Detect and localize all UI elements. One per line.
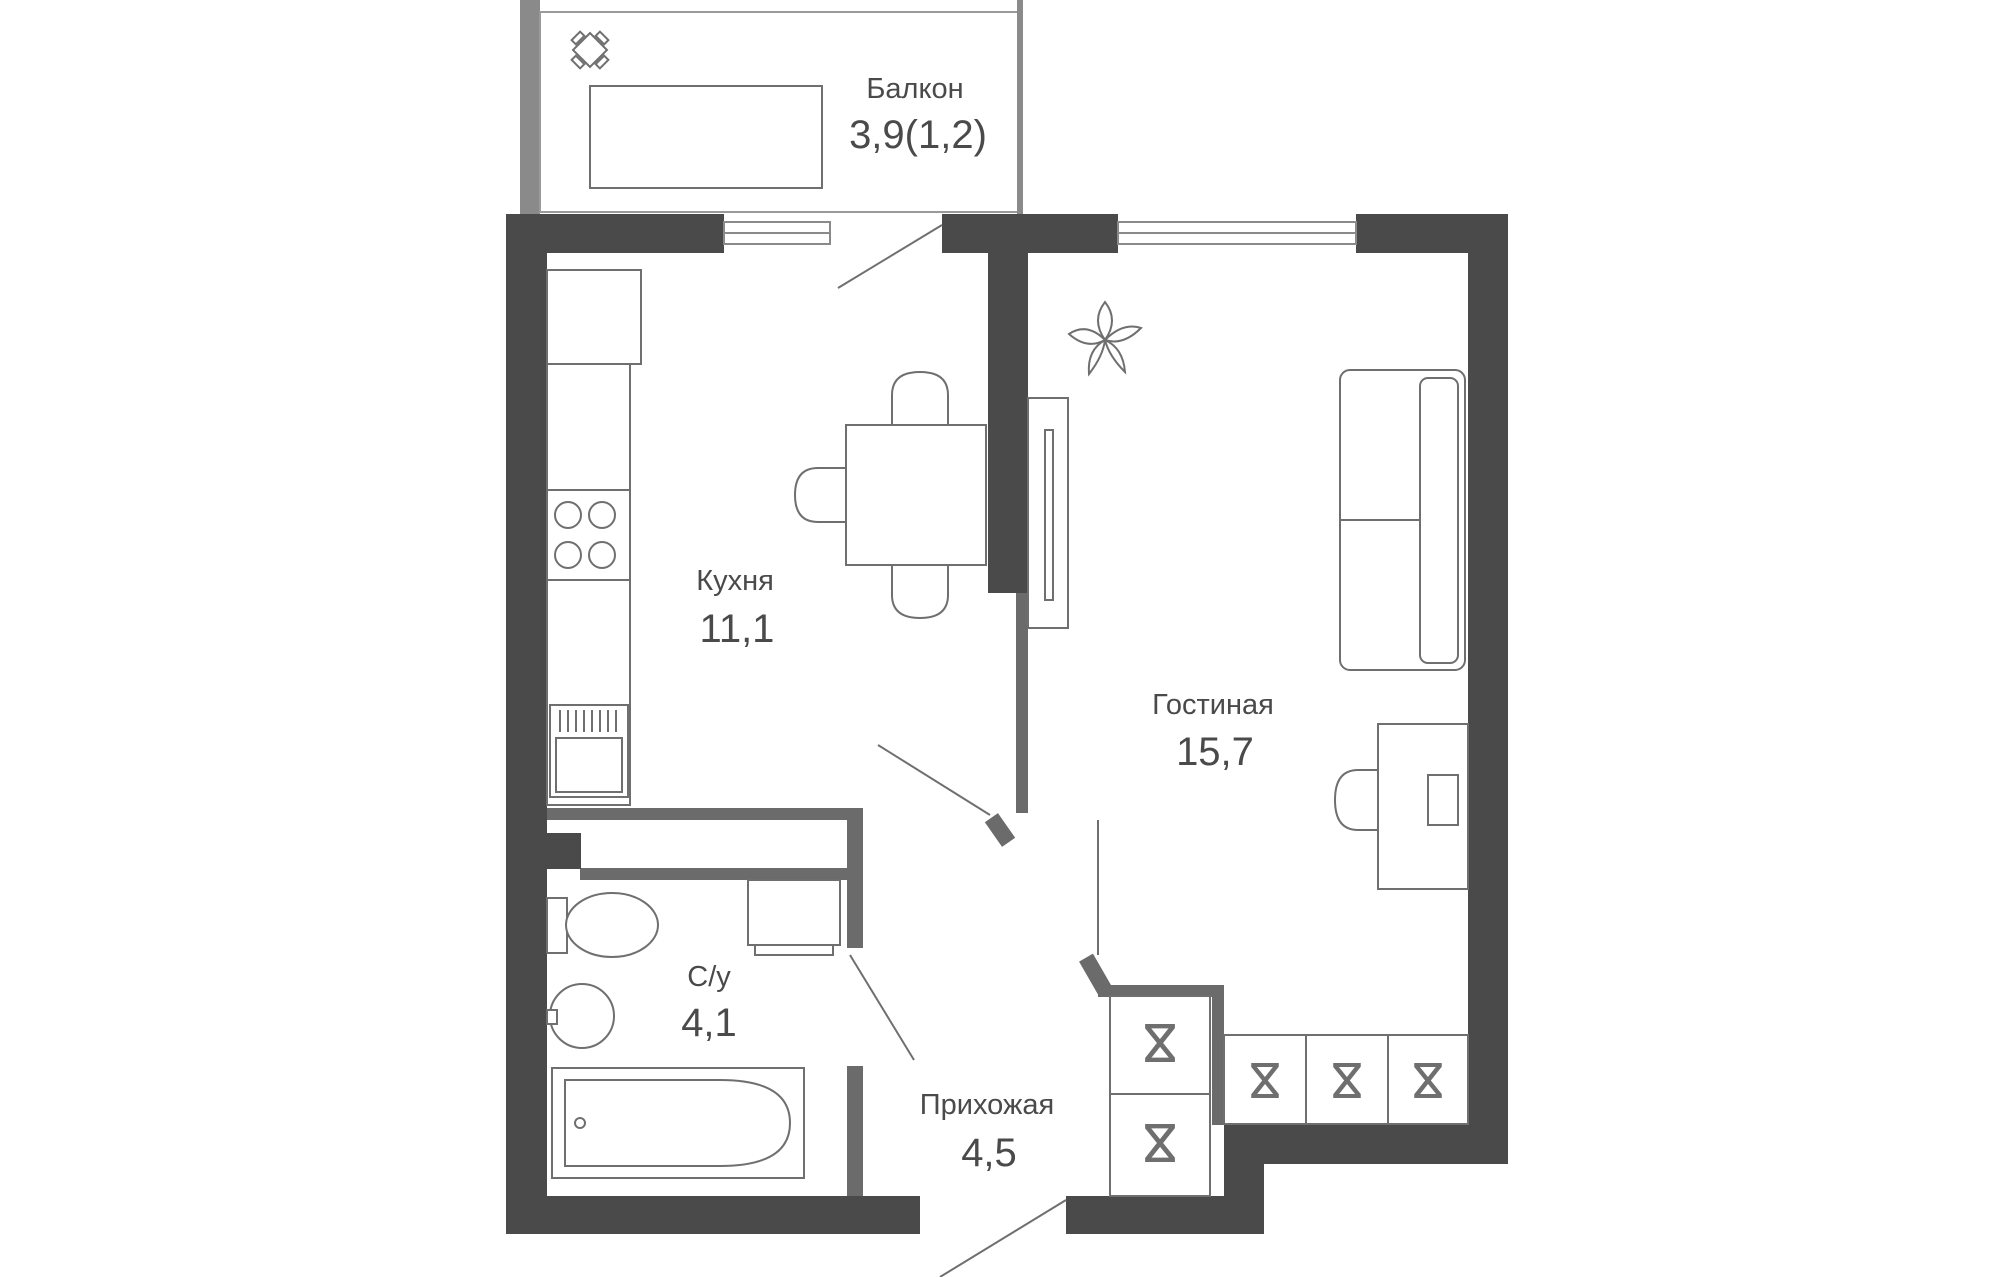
kitchen-door bbox=[877, 744, 991, 816]
wall-top-middle bbox=[942, 214, 1118, 253]
balcony-rail-left bbox=[520, 0, 540, 215]
wardrobe-living bbox=[1223, 1034, 1469, 1125]
entrance-door bbox=[939, 1199, 1067, 1277]
wardrobe-hall bbox=[1109, 995, 1211, 1197]
hanger-icon: ⴵ bbox=[1332, 1054, 1363, 1110]
hanger-icon: ⴵ bbox=[1143, 1115, 1176, 1175]
kitchen-area: 11,1 bbox=[700, 607, 775, 651]
partition-kitchen-bath-lower bbox=[580, 868, 863, 880]
interior-partitions bbox=[547, 593, 1224, 1196]
burner-icon bbox=[554, 541, 582, 569]
balcony-door bbox=[837, 224, 943, 289]
partition-wardrobe bbox=[1098, 985, 1224, 997]
bathroom-cabinet-base bbox=[754, 944, 834, 956]
balcony-table bbox=[589, 85, 823, 189]
kitchen-name: Кухня bbox=[696, 565, 774, 597]
chair-icon bbox=[891, 370, 949, 426]
balcony-area: 3,9(1,2) bbox=[849, 113, 987, 157]
wall-bottom-right bbox=[1224, 1124, 1508, 1164]
windows bbox=[723, 221, 1357, 245]
doors bbox=[837, 224, 1113, 1277]
living-name: Гостиная bbox=[1152, 689, 1274, 721]
washbasin-tap bbox=[546, 1009, 558, 1025]
partition-wardrobe-v bbox=[1212, 985, 1224, 1125]
hanger-icon: ⴵ bbox=[1250, 1054, 1281, 1110]
hanger-icon: ⴵ bbox=[1413, 1054, 1444, 1110]
exterior-walls bbox=[506, 214, 1508, 1234]
wall-bottom-middle bbox=[1066, 1196, 1264, 1234]
dining-table bbox=[845, 424, 987, 566]
partition-bath-right bbox=[847, 808, 863, 948]
toilet-icon bbox=[565, 892, 659, 958]
bathtub-drain bbox=[574, 1117, 586, 1129]
desk-chair-icon bbox=[1333, 769, 1379, 831]
kitchen-furniture bbox=[546, 269, 987, 806]
tv bbox=[1044, 429, 1054, 601]
wall-bottom-left bbox=[506, 1196, 920, 1234]
sink-bowl bbox=[555, 737, 623, 793]
living-area: 15,7 bbox=[1176, 730, 1254, 774]
balcony-chair-icon bbox=[570, 30, 610, 70]
hanger-icon: ⴵ bbox=[1143, 1015, 1176, 1075]
wall-stub bbox=[547, 833, 581, 869]
washbasin-icon bbox=[549, 983, 615, 1049]
toilet-tank bbox=[546, 897, 568, 954]
living-furniture bbox=[1027, 300, 1469, 890]
hallway-area: 4,5 bbox=[961, 1131, 1017, 1175]
burner-icon bbox=[554, 501, 582, 529]
burner-icon bbox=[588, 541, 616, 569]
partition-kitchen-lower bbox=[1016, 593, 1028, 813]
chair-icon bbox=[793, 467, 847, 523]
plant-icon bbox=[1067, 300, 1143, 377]
balcony-name: Балкон bbox=[866, 73, 963, 105]
stove bbox=[546, 489, 631, 581]
partition-bath-door-lower bbox=[847, 1066, 863, 1196]
bathroom-name: С/у bbox=[687, 961, 731, 993]
bathroom-cabinet bbox=[747, 879, 841, 946]
room-labels: Балкон 3,9(1,2) Кухня 11,1 Гостиная 15,7… bbox=[681, 73, 1274, 1175]
hallway-name: Прихожая bbox=[920, 1089, 1054, 1121]
bathroom-door bbox=[849, 954, 915, 1061]
wall-left bbox=[506, 214, 547, 1234]
desk bbox=[1377, 723, 1469, 890]
bathtub-inner bbox=[564, 1079, 792, 1167]
fridge bbox=[546, 269, 642, 365]
bathroom-fixtures bbox=[546, 879, 841, 1179]
kitchen-door-leaf bbox=[984, 813, 1016, 847]
hallway-wardrobe: ⴵ ⴵ ⴵ ⴵ ⴵ bbox=[1109, 995, 1469, 1197]
chair-icon bbox=[891, 564, 949, 620]
wall-kitchen-living bbox=[988, 253, 1028, 593]
sofa-back bbox=[1419, 377, 1459, 664]
bathroom-area: 4,1 bbox=[681, 1001, 737, 1045]
living-door-leaf bbox=[1079, 953, 1113, 997]
laptop bbox=[1427, 774, 1459, 826]
burner-icon bbox=[588, 501, 616, 529]
sink-drainer-icon bbox=[559, 710, 617, 732]
balcony bbox=[520, 0, 1023, 215]
partition-kitchen-bath bbox=[547, 808, 863, 820]
wall-right bbox=[1468, 214, 1508, 1164]
